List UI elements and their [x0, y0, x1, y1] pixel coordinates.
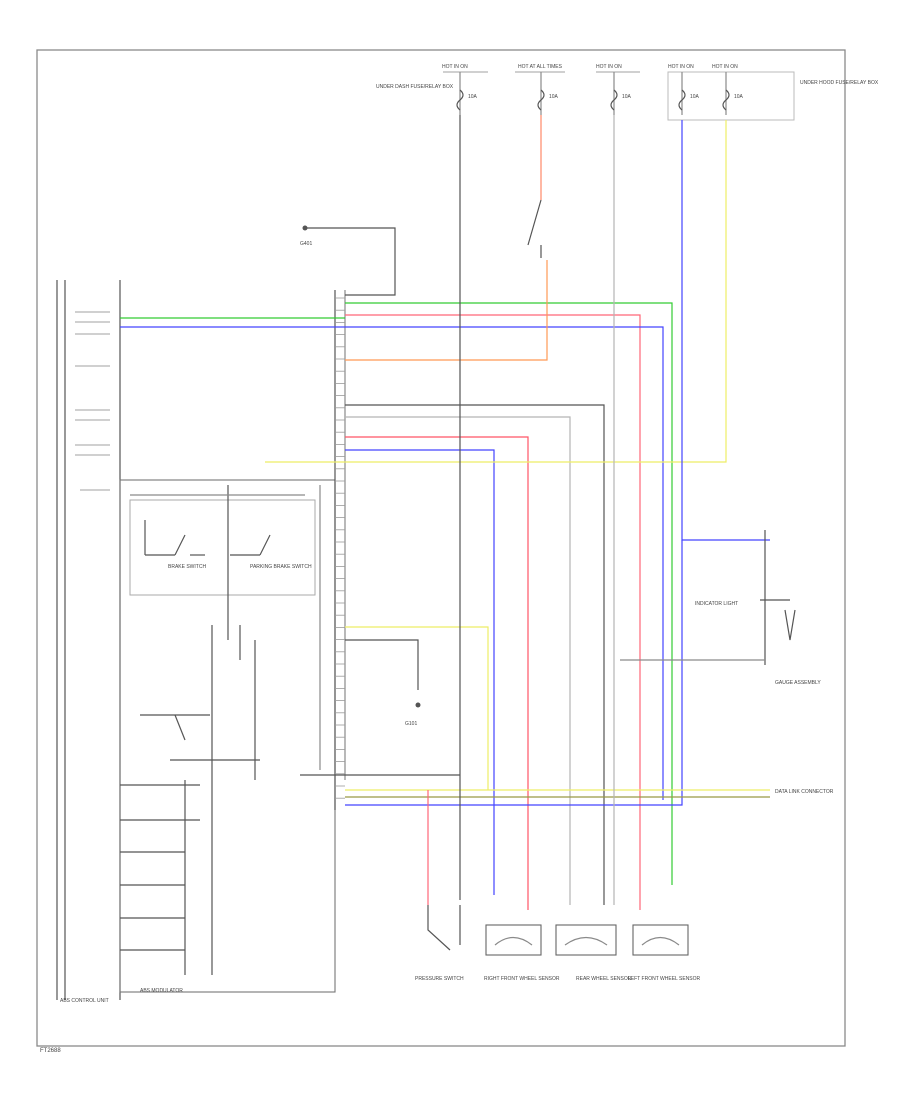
- abs-modulator-label: ABS MODULATOR: [140, 988, 183, 994]
- ground-g101-label: G101: [405, 721, 417, 727]
- fuse-5-label: 10A: [734, 94, 744, 100]
- data-link-connector: DATA LINK CONNECTOR: [775, 789, 834, 795]
- ground-g401-label: G401: [300, 241, 312, 247]
- fuse-box-group: HOT IN ON 10A HOT AT ALL TIMES 10A HOT I…: [376, 64, 879, 121]
- gauge-assembly: GAUGE ASSEMBLY INDICATOR LIGHT: [620, 530, 821, 686]
- wire-orange: [345, 115, 548, 361]
- main-connector: [334, 290, 346, 810]
- wire-black-2: [345, 404, 605, 905]
- fuse-box-2: HOT AT ALL TIMES 10A: [515, 64, 565, 115]
- abs-control-unit: ABS CONTROL UNIT ABS MODULATOR BRAKE SWI…: [56, 280, 336, 1004]
- left-pin-stubs: [75, 311, 110, 491]
- wire-red-2: [345, 436, 529, 910]
- wire-yellow-2: [345, 626, 770, 791]
- wire-blue-3: [345, 120, 770, 806]
- wire-yellow-1: [265, 120, 727, 463]
- fuse-box-3: HOT IN ON 10A: [596, 64, 640, 115]
- left-front-wheel-sensor: LEFT FRONT WHEEL SENSOR: [628, 924, 701, 982]
- right-front-wheel-sensor: RIGHT FRONT WHEEL SENSOR: [484, 924, 560, 982]
- guide-lines: [130, 115, 615, 905]
- pressure-switch-label: PRESSURE SWITCH: [415, 976, 464, 982]
- wire-blue-2: [345, 449, 495, 895]
- under-hood-fuse-box-label: UNDER HOOD FUSE/RELAY BOX: [800, 80, 879, 86]
- fuse-box-4-5: HOT IN ON HOT IN ON 10A 10A: [667, 64, 795, 121]
- fuse-box-2-title: HOT AT ALL TIMES: [518, 64, 563, 70]
- wire-green: [120, 302, 673, 885]
- data-link-connector-label: DATA LINK CONNECTOR: [775, 789, 834, 795]
- fuse-box-5-title: HOT IN ON: [712, 64, 738, 70]
- ground-g401: G401: [300, 225, 396, 296]
- diagram-frame: [36, 49, 846, 1047]
- wire-black-3: G101: [300, 115, 461, 905]
- fuse-2-label: 10A: [549, 94, 559, 100]
- connector-pin-ticks: [335, 297, 345, 799]
- wire-blue-1: [120, 326, 664, 800]
- diagram-code: FT2688: [40, 1048, 61, 1054]
- fuse-box-3-title: HOT IN ON: [596, 64, 622, 70]
- right-front-wheel-sensor-label: RIGHT FRONT WHEEL SENSOR: [484, 976, 560, 982]
- left-front-wheel-sensor-label: LEFT FRONT WHEEL SENSOR: [628, 976, 701, 982]
- fuse-1-label: 10A: [468, 94, 478, 100]
- brake-switch-label: BRAKE SWITCH: [168, 564, 206, 570]
- rear-wheel-sensor-label: REAR WHEEL SENSOR: [576, 976, 632, 982]
- indicator-light-label: INDICATOR LIGHT: [695, 601, 738, 607]
- fuse-box-1-title: HOT IN ON: [442, 64, 468, 70]
- pressure-switch: PRESSURE SWITCH: [415, 905, 464, 982]
- abs-control-unit-label: ABS CONTROL UNIT: [60, 998, 109, 1004]
- under-dash-fuse-box-label: UNDER DASH FUSE/RELAY BOX: [376, 84, 454, 90]
- gauge-assembly-label: GAUGE ASSEMBLY: [775, 680, 821, 686]
- output-switches: [120, 784, 200, 951]
- parking-brake-switch-label: PARKING BRAKE SWITCH: [250, 564, 312, 570]
- fuse-3-label: 10A: [622, 94, 632, 100]
- fuse-4-label: 10A: [690, 94, 700, 100]
- fuse-box-1: HOT IN ON 10A: [442, 64, 488, 115]
- fuse-box-4-title: HOT IN ON: [668, 64, 694, 70]
- rear-wheel-sensor: REAR WHEEL SENSOR: [555, 924, 632, 982]
- wire-red-1: [345, 314, 641, 910]
